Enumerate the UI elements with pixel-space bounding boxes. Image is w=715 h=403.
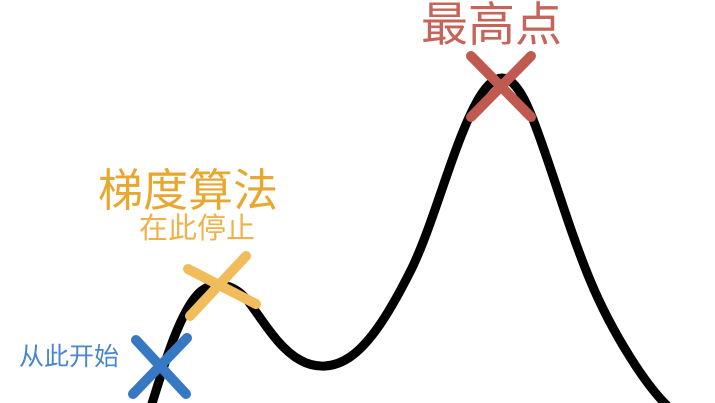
maximum-point-x-marker (466, 51, 536, 122)
maximum-point-label: 最高点 (421, 0, 562, 53)
stop-here-label: 在此停止 (139, 211, 256, 245)
stop-here-x-marker (183, 251, 261, 321)
gradient-algorithm-label: 梯度算法 (98, 164, 279, 217)
start-here-label: 从此开始 (19, 342, 120, 371)
start-here-x-marker (128, 333, 192, 399)
